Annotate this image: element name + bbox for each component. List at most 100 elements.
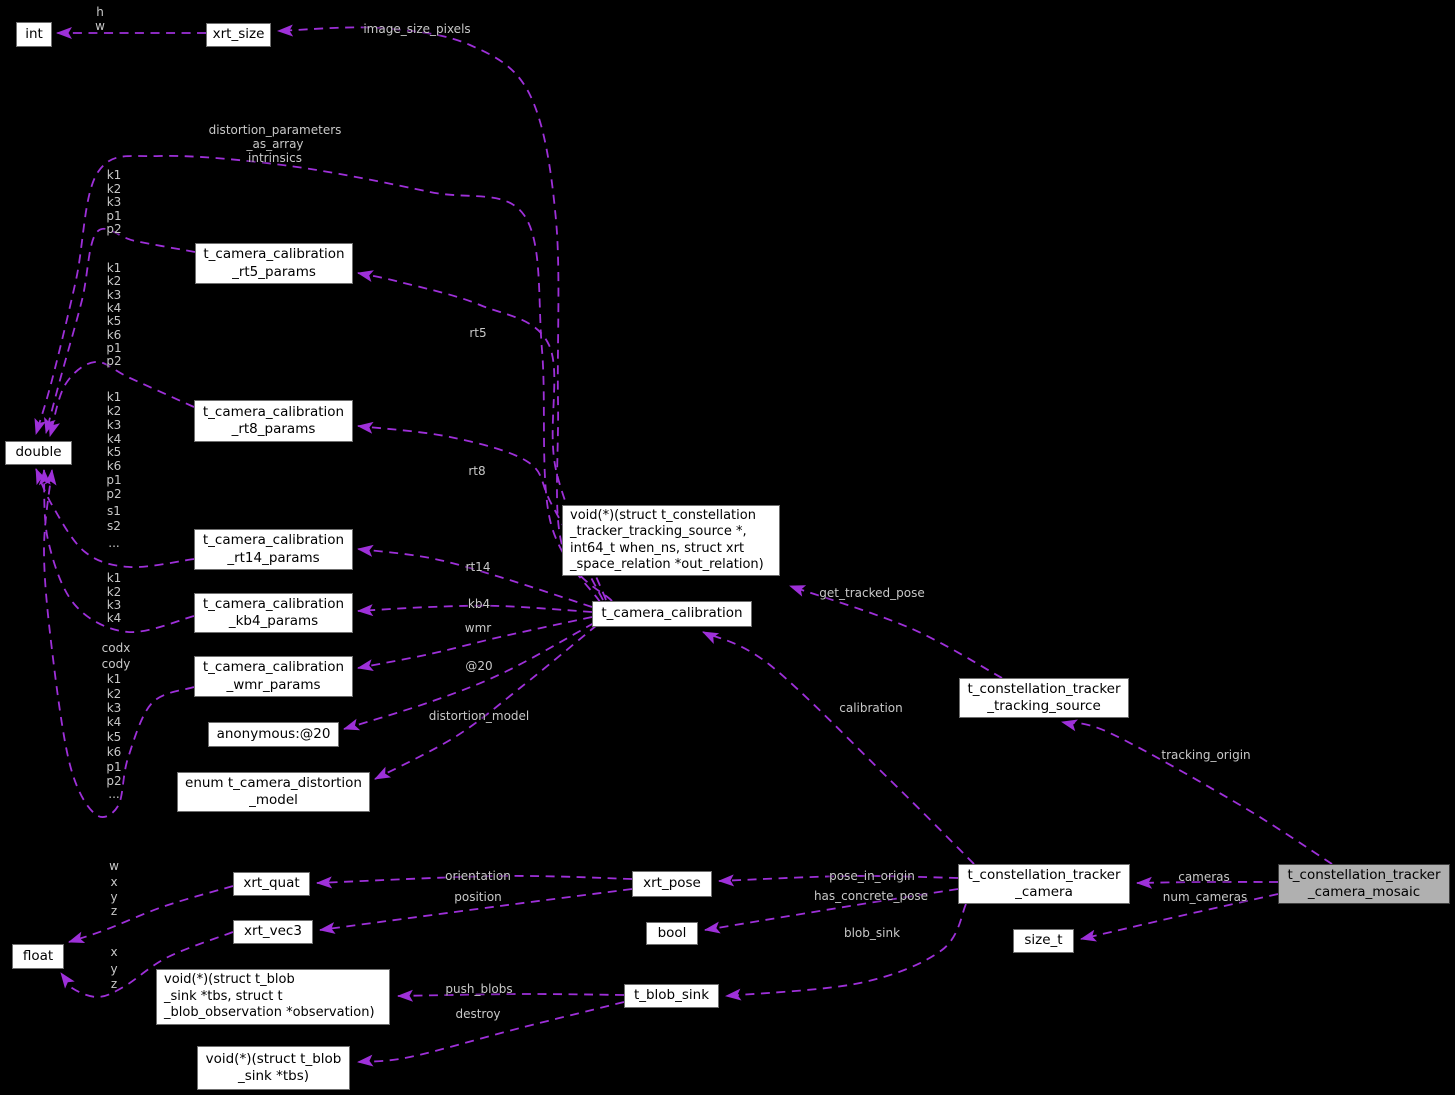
node-push-blobs-fn-label: void(*)(struct t_blob	[164, 972, 295, 988]
edge-label-w-64: w	[109, 859, 119, 873]
node-get-tracked-pose-fn-label: int64_t when_ns, struct xrt	[570, 540, 745, 556]
node-camera-label: t_constellation_tracker	[967, 866, 1121, 883]
node-get-tracked-pose-fn-label: _space_relation *out_relation)	[570, 557, 764, 572]
node-t-blob-sink[interactable]: t_blob_sink	[624, 984, 719, 1008]
node-rt14-params[interactable]: t_camera_calibration_rt14_params	[194, 529, 353, 570]
edge-label-position-61: position	[454, 890, 502, 904]
node-camera-mosaic-label: _camera_mosaic	[1307, 884, 1421, 900]
node-camera[interactable]: t_constellation_tracker_camera	[958, 864, 1130, 904]
edge-label-k2-20: k2	[106, 404, 122, 418]
edge-kb4-params-to-double	[38, 469, 195, 633]
edge-label-k2-37: k2	[106, 687, 122, 701]
node-push-blobs-fn-label: _blob_observation *observation)	[164, 1005, 375, 1021]
edge-label-cody-35: cody	[101, 657, 131, 671]
edge-label-k4-39: k4	[106, 715, 122, 729]
edge-label-wmr-49: wmr	[464, 621, 492, 635]
edge-label-k5-40: k5	[106, 730, 122, 744]
edge-rt8-params-to-double	[48, 361, 195, 437]
node-push-blobs-fn-label: _sink *tbs, struct t	[164, 988, 283, 1004]
edge-label-k1-19: k1	[106, 390, 122, 404]
edge-label-p1-42: p1	[106, 760, 122, 774]
node-t-camera-calibration[interactable]: t_camera_calibration	[592, 601, 752, 627]
node-rt5-params-label: _rt5_params	[232, 263, 316, 280]
node-push-blobs-fn[interactable]: void(*)(struct t_blob_sink *tbs, struct …	[156, 969, 390, 1025]
node-anonymous-20-label: anonymous:@20	[216, 725, 331, 742]
edge-calibration-to-wmr-params	[357, 616, 593, 672]
edge-calibration-to-xrt-size	[277, 24, 613, 602]
edge-label-k6-41: k6	[106, 745, 122, 759]
edge-label-k1-6: k1	[106, 168, 122, 182]
edge-label-p1-9: p1	[106, 209, 122, 223]
edge-label-k6-16: k6	[106, 328, 122, 342]
node-xrt-size[interactable]: xrt_size	[206, 23, 271, 47]
edge-label-asarray-4: _as_array	[246, 137, 304, 151]
edge-label-k2-7: k2	[106, 182, 122, 196]
node-rt8-params[interactable]: t_camera_calibration_rt8_params	[194, 400, 353, 442]
edge-label-h-0: h	[96, 5, 104, 19]
edge-label-y-66: y	[110, 890, 118, 904]
edge-label-rt8-46: rt8	[468, 464, 486, 478]
node-float[interactable]: float	[12, 944, 64, 969]
node-destroy-fn[interactable]: void(*)(struct t_blob_sink *tbs)	[197, 1046, 350, 1090]
edge-label-k6-24: k6	[106, 459, 122, 473]
node-kb4-params-label: t_camera_calibration	[202, 595, 345, 612]
edge-label-s2-28: s2	[107, 519, 121, 533]
edge-label-p1-25: p1	[106, 473, 122, 487]
edge-label-poseinorigin-57: pose_in_origin	[829, 869, 915, 883]
edge-label--44: ...	[108, 787, 120, 801]
node-tracking-source[interactable]: t_constellation_tracker_tracking_source	[959, 678, 1129, 718]
edge-label-trackingorigin-54: tracking_origin	[1161, 748, 1251, 762]
node-double-label: double	[15, 444, 62, 461]
node-size-t[interactable]: size_t	[1013, 929, 1074, 953]
edge-label-cameras-55: cameras	[1178, 870, 1230, 884]
edge-mosaic-to-tracking-source	[1061, 719, 1333, 865]
node-xrt-vec3[interactable]: xrt_vec3	[233, 920, 313, 944]
edge-label-pushblobs-62: push_blobs	[445, 982, 513, 996]
edge-label-numcameras-56: num_cameras	[1162, 890, 1248, 904]
edge-label-z-67: z	[110, 904, 118, 918]
edge-wmr-params-to-double	[43, 469, 195, 818]
node-double[interactable]: double	[5, 441, 72, 465]
node-bool-label: bool	[657, 924, 687, 941]
node-wmr-params[interactable]: t_camera_calibration_wmr_params	[194, 656, 353, 697]
edge-label-w-1: w	[95, 19, 105, 33]
node-xrt-pose[interactable]: xrt_pose	[632, 871, 712, 897]
edge-rt5-params-to-double	[44, 227, 196, 434]
edge-label-p1-17: p1	[106, 341, 122, 355]
edge-rt14-params-to-double	[35, 468, 195, 568]
node-anonymous-20[interactable]: anonymous:@20	[208, 722, 339, 747]
edge-label-k3-8: k3	[106, 195, 122, 209]
edge-label-y-69: y	[110, 962, 118, 976]
edge-label-kb4-48: kb4	[467, 597, 491, 611]
edge-label-k4-14: k4	[106, 301, 122, 315]
edge-label-distortionmodel-51: distortion_model	[428, 709, 530, 723]
node-kb4-params[interactable]: t_camera_calibration_kb4_params	[194, 593, 353, 633]
edge-label-k2-31: k2	[106, 585, 122, 599]
edge-label-destroy-63: destroy	[455, 1007, 501, 1021]
node-rt8-params-label: _rt8_params	[231, 421, 316, 437]
node-xrt-quat[interactable]: xrt_quat	[233, 872, 310, 896]
edge-mosaic-to-size-t	[1080, 893, 1279, 942]
edge-tracking-source-to-fn	[789, 585, 1003, 679]
node-xrt-vec3-label: xrt_vec3	[244, 923, 302, 940]
node-camera-mosaic-label: t_constellation_tracker	[1287, 866, 1441, 883]
node-int[interactable]: int	[16, 22, 52, 47]
node-destroy-fn-label: _sink *tbs)	[237, 1068, 310, 1084]
edge-label-gettrackedpose-52: get_tracked_pose	[819, 586, 925, 600]
edge-label-k5-15: k5	[106, 314, 122, 328]
node-kb4-params-label: _kb4_params	[228, 613, 319, 629]
edge-mosaic-to-camera	[1136, 876, 1279, 889]
node-t-camera-calibration-label: t_camera_calibration	[601, 605, 743, 622]
edge-label-imagesizepixels-2: image_size_pixels	[363, 22, 471, 36]
node-enum-distortion-label: _model	[249, 792, 298, 808]
node-rt5-params[interactable]: t_camera_calibration_rt5_params	[195, 243, 353, 284]
edge-label-blobsink-59: blob_sink	[843, 926, 901, 940]
node-t-blob-sink-label: t_blob_sink	[633, 987, 710, 1004]
node-bool[interactable]: bool	[646, 922, 698, 945]
edge-label-distortionparameters-3: distortion_parameters	[208, 123, 342, 137]
node-rt5-params-label: t_camera_calibration	[203, 246, 345, 263]
edge-label-hasconcretepose-58: has_concrete_pose	[813, 889, 929, 903]
node-enum-distortion[interactable]: enum t_camera_distortion_model	[177, 772, 370, 812]
node-get-tracked-pose-fn[interactable]: void(*)(struct t_constellation_tracker_t…	[562, 505, 780, 576]
node-camera-mosaic[interactable]: t_constellation_tracker_camera_mosaic	[1278, 864, 1450, 904]
